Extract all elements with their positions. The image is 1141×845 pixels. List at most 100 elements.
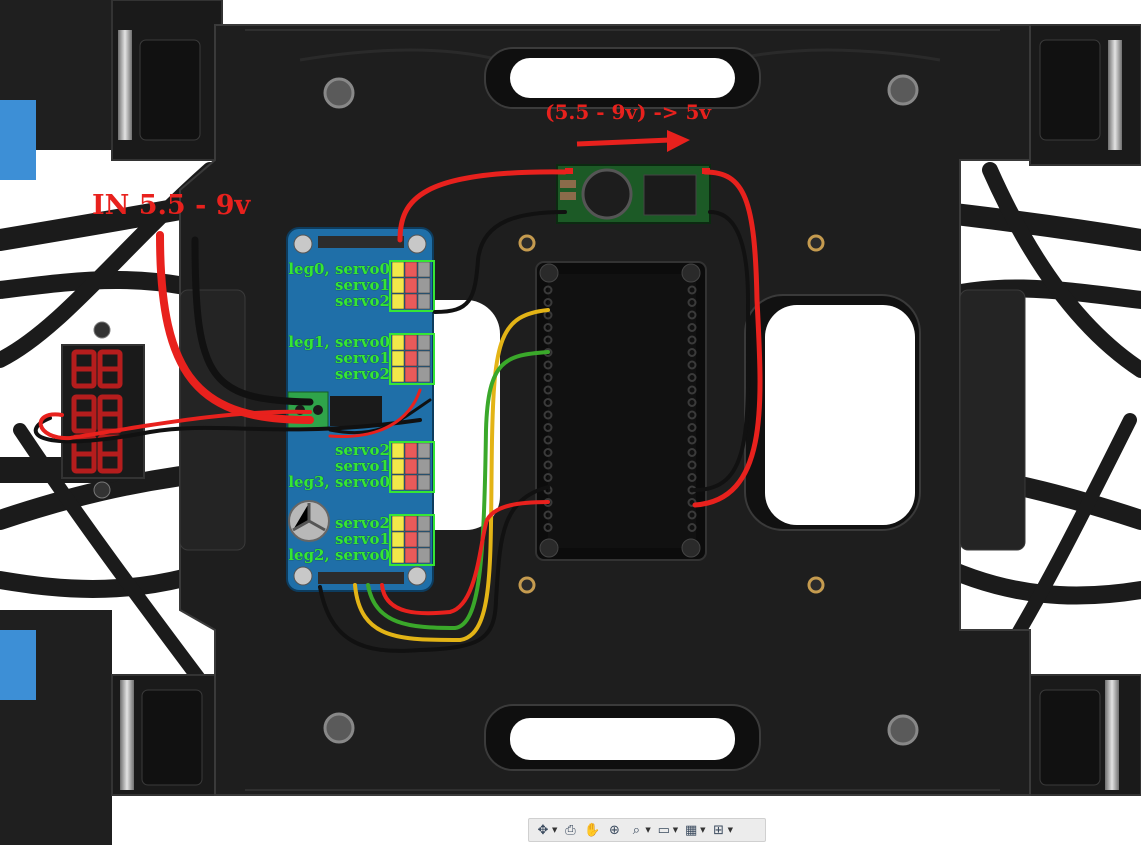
servo-label: servo1 [334,457,390,475]
gpio-pin [687,385,697,395]
viewports-icon[interactable]: ⊞ [713,822,725,838]
gpio-pin [687,323,697,332]
orbit-icon[interactable]: ✥ [537,822,549,838]
gpio-pin [687,423,697,432]
display-mode-icon[interactable]: ▭ [657,822,670,838]
gpio-pin [543,385,553,395]
servo-header-pin [391,515,405,532]
servo-header-pin [417,293,431,310]
servo-header-pin [417,334,431,351]
gpio-pin [687,360,697,370]
servo-header-pin [417,277,431,294]
input-voltage-label: IN 5.5 - 9v [92,190,251,221]
grid-icon[interactable]: ▦ [685,822,698,838]
servo-top-left [0,0,223,180]
servo-header-pin [404,547,418,564]
gpio-pin [687,398,697,407]
regulator-label: (5.5 - 9v) -> 5v [545,100,712,124]
chevron-down-icon[interactable]: ▼ [645,826,651,834]
pan-icon[interactable]: ✋ [584,822,601,838]
gpio-pin [687,348,697,357]
servo-header-pin [391,442,405,459]
gpio-pin [687,310,697,320]
servo-header-highlight [389,441,435,493]
gpio-pin [543,435,553,445]
gpio-pin [543,373,553,382]
gpio-pin [543,285,553,295]
servo-header-pin [391,547,405,564]
servo-header-pin [404,531,418,548]
fit-icon[interactable]: ⌕ [632,822,641,838]
servo-header-pin [417,474,431,491]
servo-label: servo1 [334,349,390,367]
servo-bottom-right [1029,674,1141,796]
servo-label: leg3, servo0 [288,473,390,491]
servo-top-right [1029,24,1141,166]
gpio-pin [687,510,697,520]
servo-label: servo2 [334,292,390,310]
servo-label: leg0, servo0 [288,260,390,278]
gpio-pin [543,398,553,407]
gpio-pin [687,285,697,295]
servo-header-highlight [389,514,435,566]
chassis-bolts [323,74,919,746]
gpio-pin [543,510,553,520]
servo-header-pin [404,350,418,367]
gpio-pin [543,298,553,307]
servo-header-pin [417,458,431,475]
servo-header-pin [417,442,431,459]
chevron-down-icon[interactable]: ▼ [672,826,679,834]
servo-header-pin [391,293,405,310]
voltage-regulator [556,164,711,224]
servo-header-pin [404,366,418,383]
servo-header-pin [404,442,418,459]
chevron-down-icon[interactable]: ▼ [700,826,706,834]
gpio-pin [687,448,697,457]
servo-header-pin [417,547,431,564]
gpio-pin [687,435,697,445]
gpio-pin [543,448,553,457]
servo-header-pin [417,261,431,278]
servo-header-pin [391,261,405,278]
servo-label: servo2 [334,441,390,459]
gpio-pin [687,335,697,345]
wiring [33,169,763,653]
servo-header-highlight [389,260,435,312]
servo-header-pin [404,334,418,351]
compute-module [535,261,707,561]
servo-header-pin [391,458,405,475]
look-at-icon[interactable]: ⎙ [565,822,576,838]
servo-header-pin [391,277,405,294]
regulator-arrow-icon [576,130,690,152]
servo-label: leg1, servo0 [288,333,390,351]
gpio-pin [543,460,553,470]
servo-header-pin [391,350,405,367]
servo-header-pin [404,458,418,475]
servo-label: servo1 [334,530,390,548]
gpio-pin [687,460,697,470]
servo-header-pin [417,350,431,367]
voltmeter [61,321,145,499]
chevron-down-icon[interactable]: ▼ [552,826,558,834]
servo-header-pin [404,474,418,491]
servo-header-pin [391,531,405,548]
chevron-down-icon[interactable]: ▼ [727,826,733,834]
servo-header-pin [417,366,431,383]
zoom-icon[interactable]: ⊕ [608,822,620,838]
gpio-pin [543,335,553,345]
gpio-pin [687,298,697,307]
servo-header-pin [404,293,418,310]
servo-bottom-left [0,610,218,845]
servo-header-pin [404,277,418,294]
servo-label: leg2, servo0 [288,546,390,564]
servo-label: servo2 [334,514,390,532]
servo-header-pin [391,474,405,491]
gpio-pin [543,423,553,432]
left-legs [0,162,249,687]
servo-header-pin [404,515,418,532]
gpio-pin [543,410,553,420]
gpio-pin [543,473,553,482]
servo-label: servo2 [334,365,390,383]
